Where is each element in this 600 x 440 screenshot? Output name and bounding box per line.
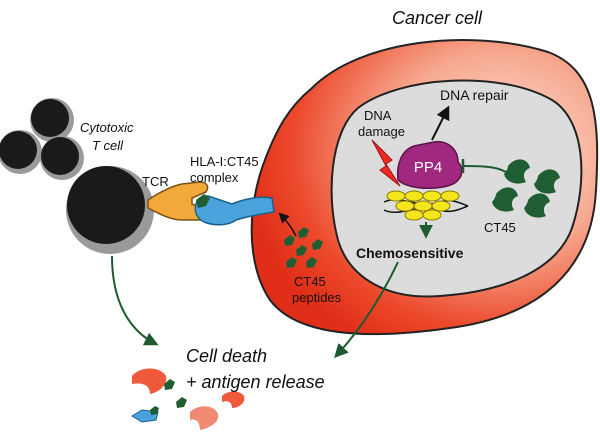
peptide-to-surface-arrow (278, 212, 297, 237)
lightning-icon (371, 139, 401, 187)
dna-damage-label-2: damage (358, 124, 405, 139)
small-t-cell (40, 136, 84, 180)
debris-fragment (190, 406, 219, 430)
debris-fragment (222, 391, 245, 408)
ct45-peptide (284, 235, 295, 246)
cell-death-debris (131, 368, 245, 430)
ct45-label: CT45 (484, 220, 516, 235)
cancer-to-death-arrow (334, 261, 399, 359)
ct45-peptides-cluster (284, 227, 323, 268)
histone-nucleosomes (386, 190, 460, 221)
cancer-cell-title: Cancer cell (392, 8, 483, 28)
cytotoxic-t-cell (66, 166, 154, 254)
small-t-cell (0, 130, 42, 174)
cytotoxic-label: Cytotoxic (80, 120, 134, 135)
dna-repair-arrow (431, 105, 450, 141)
hla-ct45-complex (194, 194, 275, 226)
antigen-release-label: + antigen release (186, 372, 325, 392)
ct45-peptide (298, 227, 309, 238)
tcr-label: TCR (142, 174, 169, 189)
nucleus (330, 79, 583, 298)
hla-label: HLA-I:CT45 (190, 154, 259, 169)
bound-ct45-peptide (196, 194, 210, 208)
pp4-phosphatase: PP4 (396, 140, 463, 189)
ct45-peptides-label-1: CT45 (294, 274, 326, 289)
ct45-peptide (312, 239, 323, 250)
ct45-peptide (306, 257, 317, 268)
dna-repair-label: DNA repair (440, 87, 509, 103)
ct45-protein (534, 169, 560, 194)
dna-damage-label-1: DNA (364, 108, 392, 123)
ct45-peptides-label-2: peptides (292, 290, 342, 305)
complex-label: complex (190, 170, 239, 185)
debris-peptide (164, 379, 175, 390)
tcell-to-death-arrow (111, 255, 159, 346)
pp4-label: PP4 (414, 159, 442, 176)
t-cells (0, 98, 154, 254)
ct45-protein (492, 187, 518, 212)
tcr-receptor (147, 181, 210, 221)
ct45-protein (524, 193, 550, 218)
ct45-protein (504, 159, 530, 184)
ct45-peptide (296, 245, 307, 256)
ct45-inhibits-pp4-arrow (461, 159, 513, 177)
chemosensitive-label: Chemosensitive (356, 245, 464, 261)
debris-peptide (176, 397, 187, 408)
ct45-peptide (286, 257, 297, 268)
tcell-label: T cell (92, 138, 124, 153)
ct45-proteins (492, 159, 560, 218)
debris-fragment (132, 368, 167, 394)
cell-death-label: Cell death (186, 346, 267, 366)
small-t-cell (30, 98, 74, 142)
debris-peptide (150, 406, 159, 415)
